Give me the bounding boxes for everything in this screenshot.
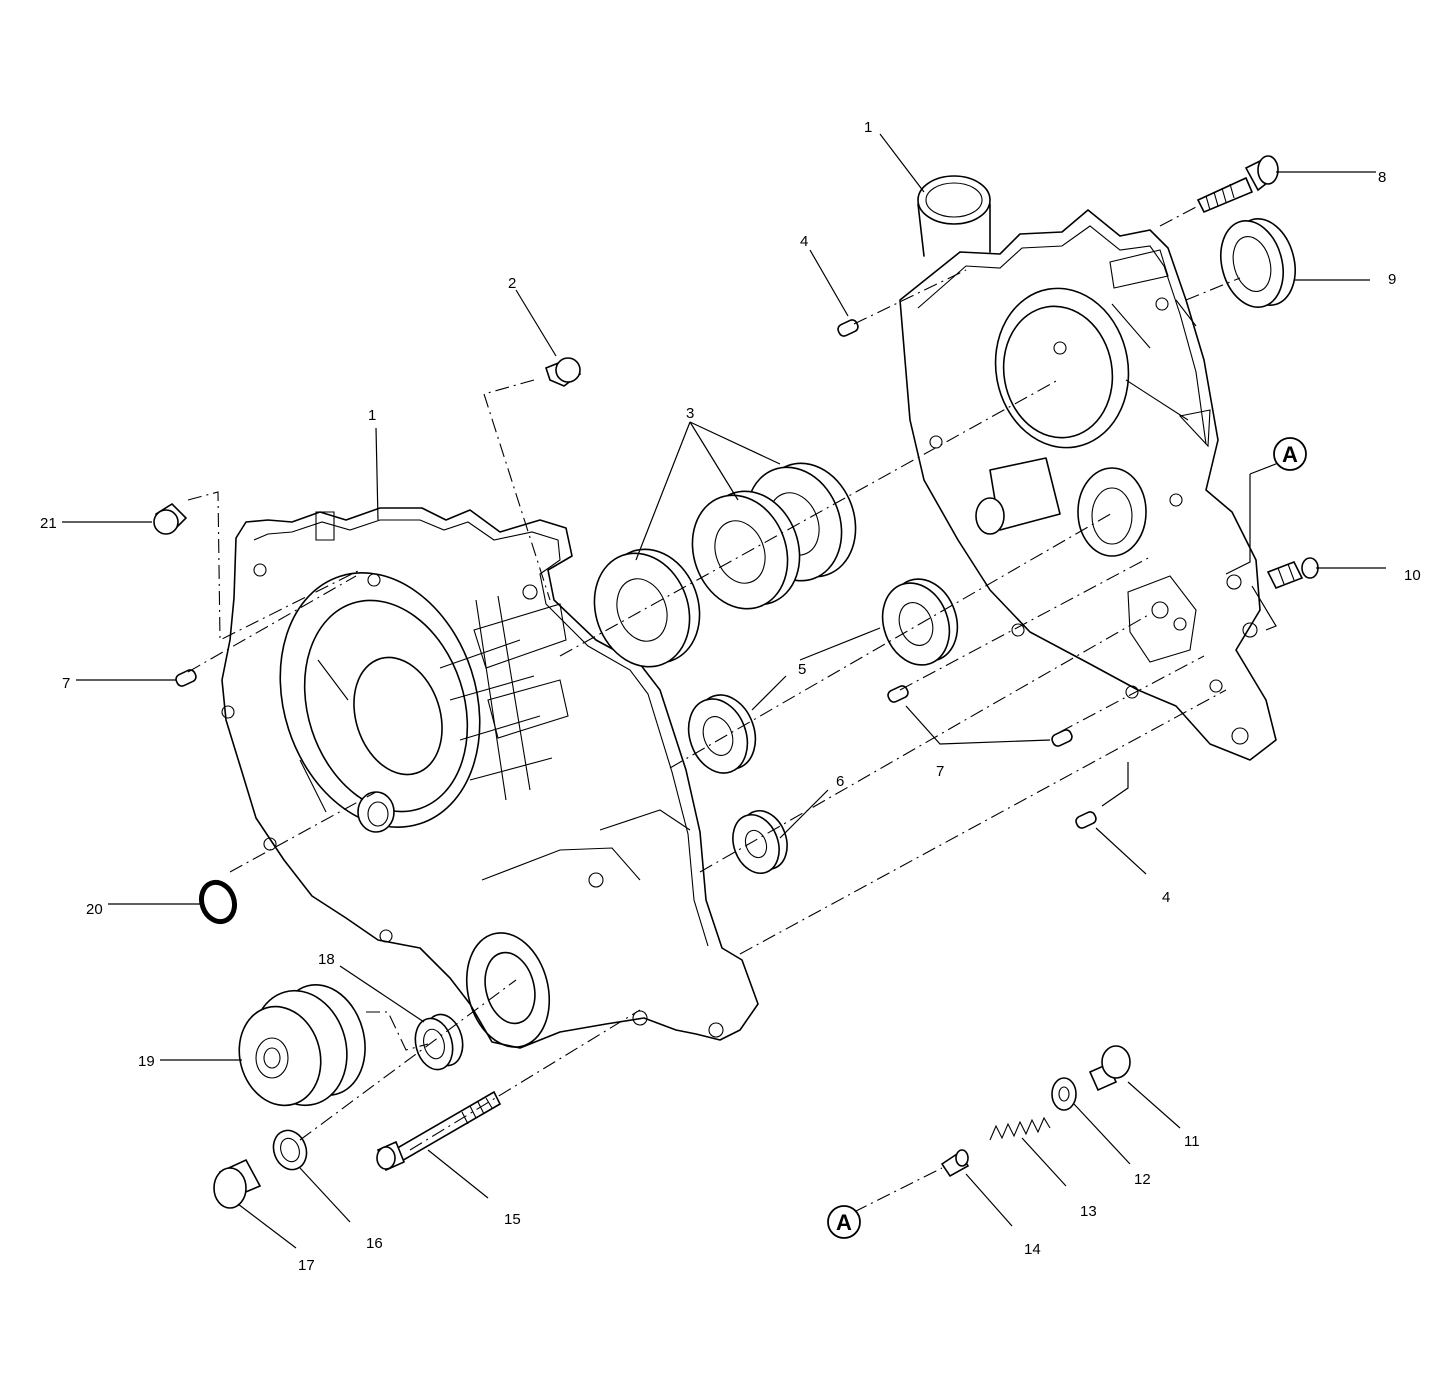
dowel-pin-part-7-left xyxy=(175,669,197,687)
washer-part-16 xyxy=(272,1129,308,1171)
callout-16: 16 xyxy=(366,1235,383,1252)
callout-21: 21 xyxy=(40,515,57,532)
callout-6: 6 xyxy=(836,773,844,790)
callout-2: 2 xyxy=(508,275,516,292)
callout-4-upper: 4 xyxy=(800,233,808,250)
callout-14: 14 xyxy=(1024,1241,1041,1258)
callout-5: 5 xyxy=(798,661,806,678)
reference-letter: A xyxy=(836,1210,852,1235)
callout-1-left: 1 xyxy=(368,407,376,424)
reference-marker-a-lower: A xyxy=(827,1205,861,1239)
callout-13: 13 xyxy=(1080,1203,1097,1220)
bushing-part-21 xyxy=(153,502,188,535)
callout-11: 11 xyxy=(1184,1133,1200,1150)
ball-bearing-part-3-b xyxy=(691,490,801,610)
dowel-pin-part-7-right-a xyxy=(887,685,909,703)
oil-seal-part-9 xyxy=(1220,217,1296,309)
callout-1-right: 1 xyxy=(864,119,872,136)
callout-4-lower: 4 xyxy=(1162,889,1170,906)
callout-8: 8 xyxy=(1378,169,1386,186)
washer-part-12 xyxy=(1051,1077,1077,1111)
flange-bolt-part-8 xyxy=(1196,155,1279,214)
right-crankcase-half xyxy=(899,175,1277,761)
dowel-pin-part-7-right-b xyxy=(1051,729,1073,747)
assembly-axis-lines xyxy=(187,205,1241,1213)
dowel-pin-part-4-lower xyxy=(1075,811,1097,829)
o-ring-part-20 xyxy=(198,879,238,925)
dowel-pin-part-4-upper xyxy=(837,319,859,337)
ball-bearing-part-5-b xyxy=(687,694,757,774)
callout-17: 17 xyxy=(298,1257,315,1274)
callout-18: 18 xyxy=(318,951,335,968)
callout-19: 19 xyxy=(138,1053,155,1070)
drain-plug-part-17 xyxy=(213,1158,262,1209)
callout-3: 3 xyxy=(686,405,694,422)
hose-fitting-part-10 xyxy=(1266,557,1319,590)
ball-bearing-part-3-c xyxy=(593,548,701,668)
spring-part-13 xyxy=(989,1116,1051,1141)
reference-letter: A xyxy=(1282,442,1298,467)
callout-7-right: 7 xyxy=(936,763,944,780)
left-crankcase-half xyxy=(221,507,759,1049)
reference-marker-a-upper: A xyxy=(1273,437,1307,471)
oil-seal-part-18 xyxy=(414,1013,464,1071)
callout-9: 9 xyxy=(1388,271,1396,288)
long-bolt-part-15 xyxy=(376,1090,502,1172)
callout-20: 20 xyxy=(86,901,103,918)
pulley-part-19 xyxy=(238,984,366,1107)
ball-bearing-part-6 xyxy=(732,810,788,874)
callout-15: 15 xyxy=(504,1211,521,1228)
plunger-part-14 xyxy=(940,1149,970,1178)
bushing-part-2 xyxy=(545,357,582,387)
callout-10: 10 xyxy=(1404,567,1421,584)
leader-lines xyxy=(62,133,1386,1249)
callout-12: 12 xyxy=(1134,1171,1151,1188)
callout-7-left: 7 xyxy=(62,675,70,692)
callout-labels: 1 1 2 3 4 4 5 6 7 7 8 9 10 11 12 13 14 1… xyxy=(40,119,1421,1274)
plug-bolt-part-11 xyxy=(1088,1045,1131,1092)
ball-bearing-part-5-a xyxy=(881,578,959,666)
